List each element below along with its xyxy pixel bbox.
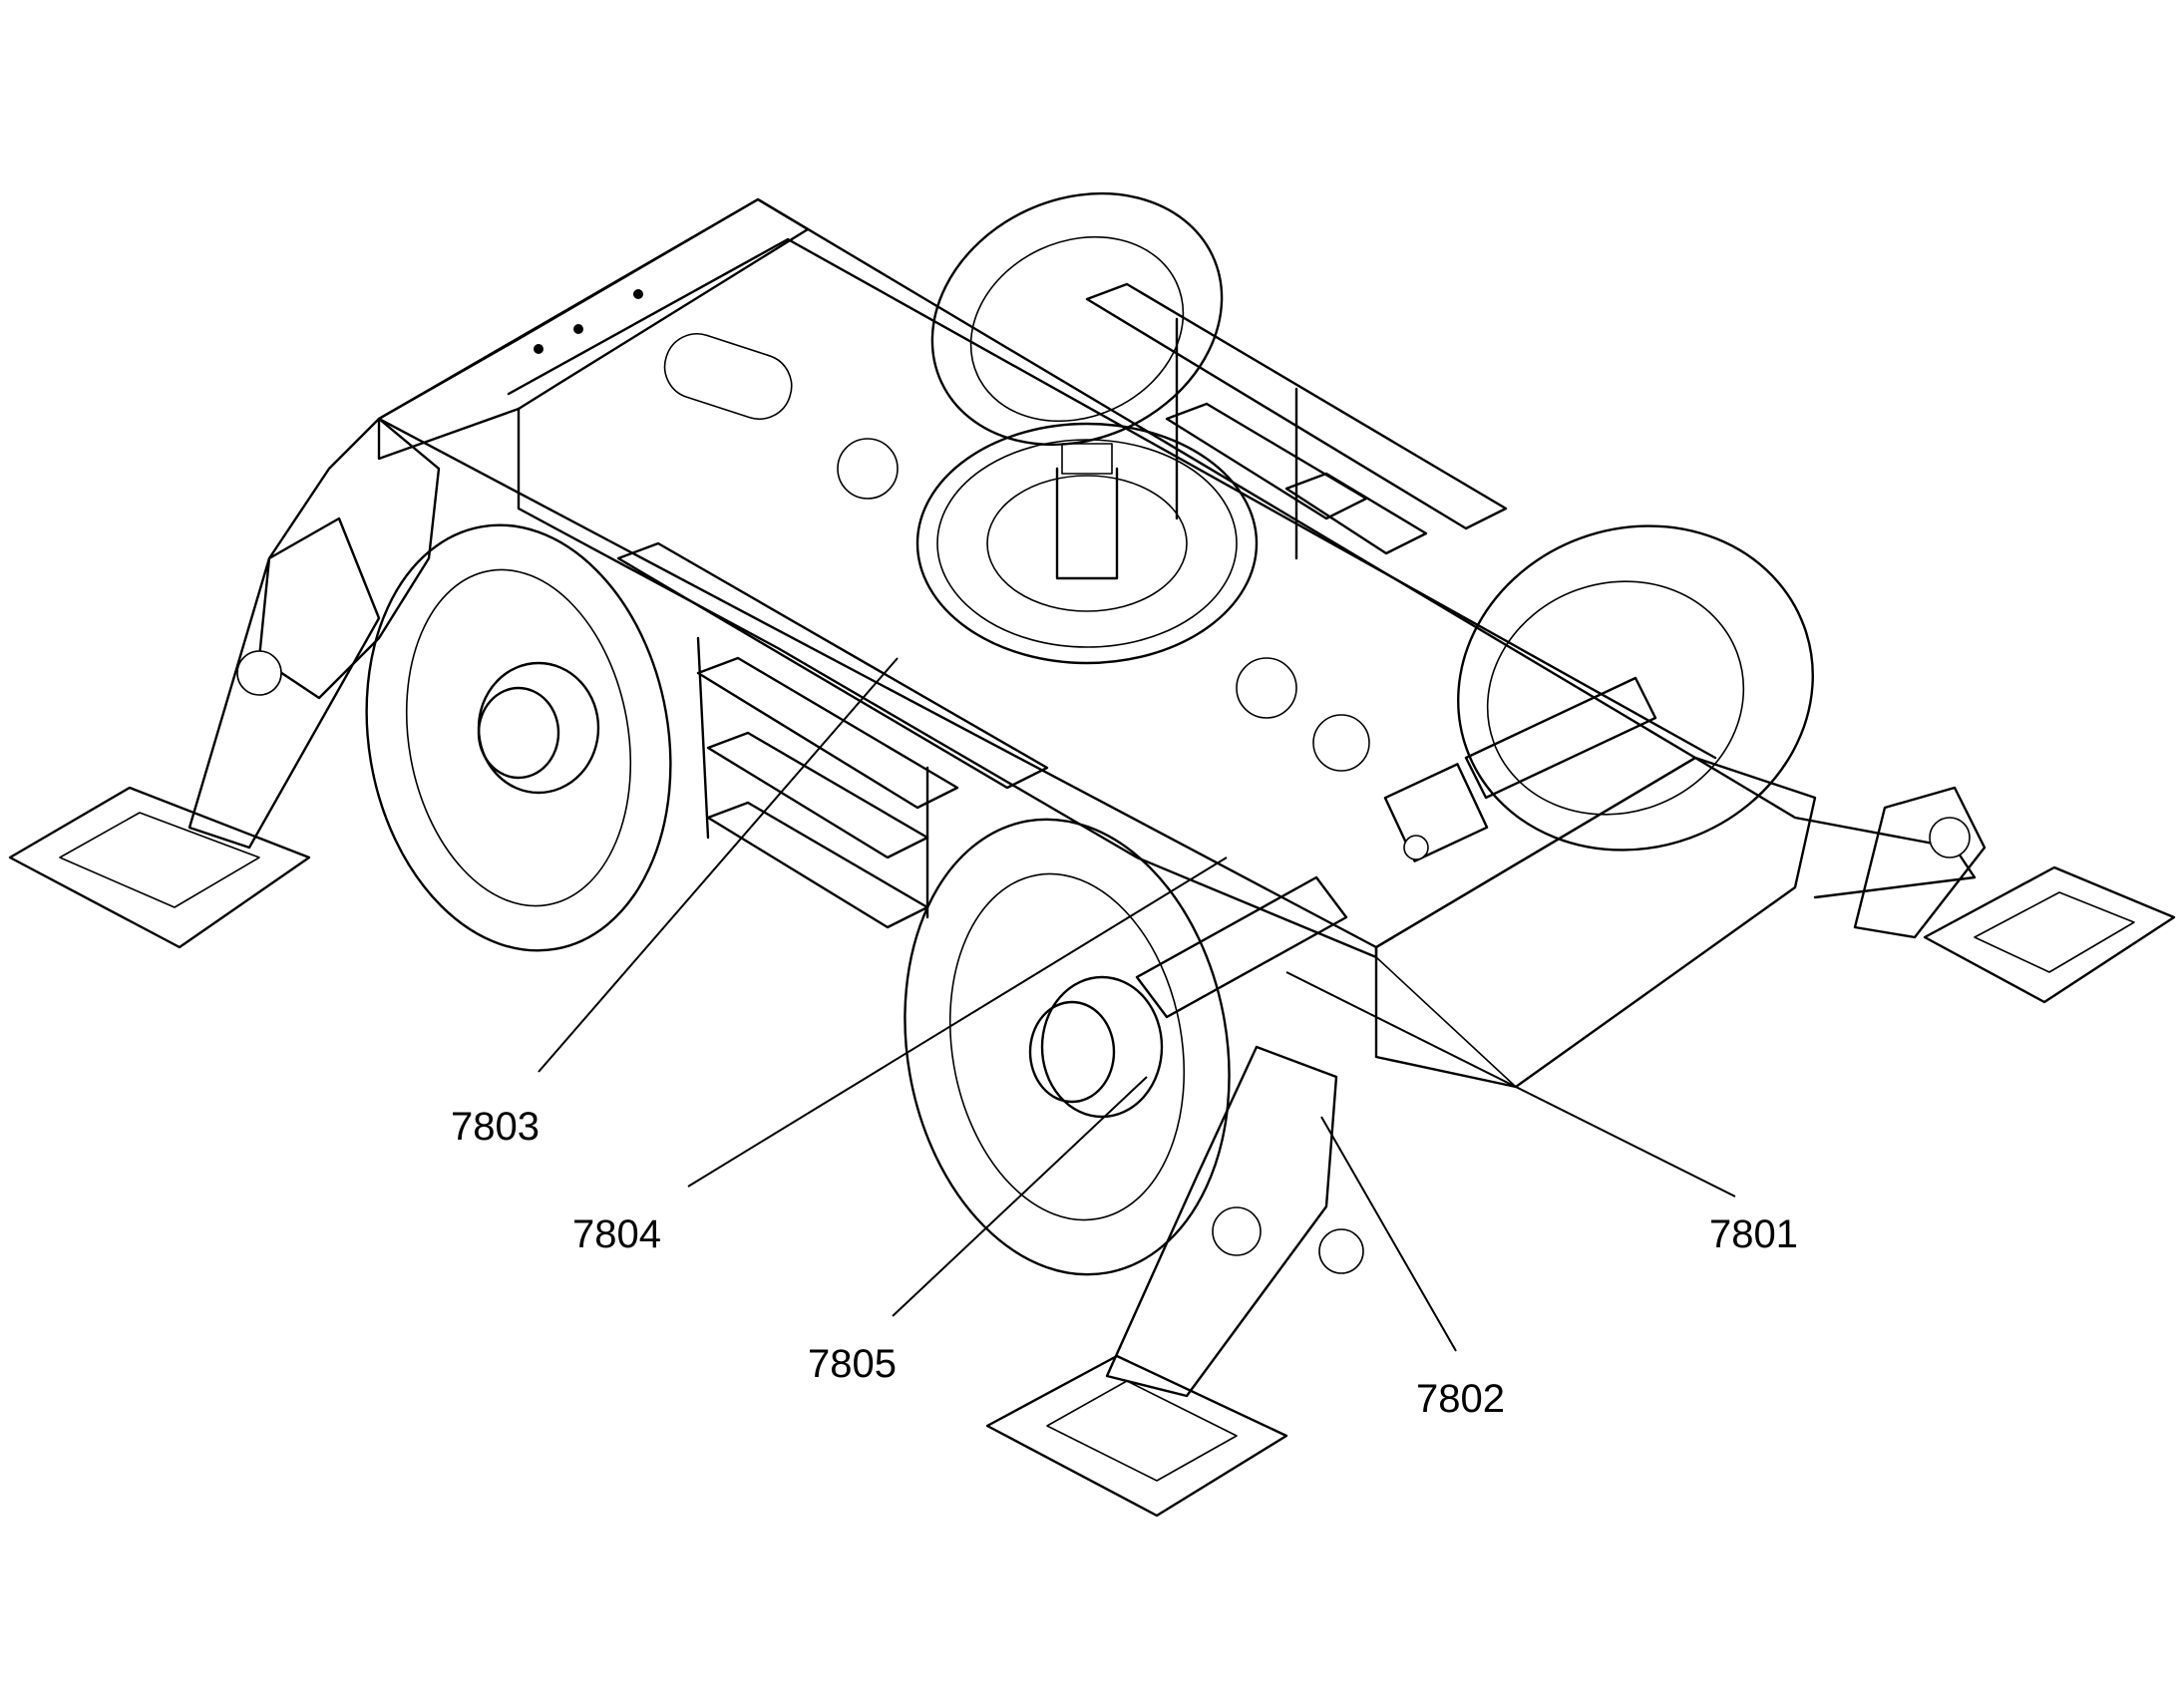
callout-7805: 7805 — [808, 1342, 897, 1386]
axle-cylinder — [1135, 676, 1657, 1019]
outrigger-front-right — [1853, 786, 2176, 1004]
front-right-wheel — [1457, 524, 1814, 852]
chassis-frame — [257, 197, 1977, 1089]
left-steps — [616, 541, 1049, 929]
leader-7803 — [538, 657, 899, 1073]
callout-7803: 7803 — [451, 1105, 540, 1149]
outrigger-rear-left — [8, 516, 381, 949]
leader-7802 — [1320, 1116, 1457, 1352]
leader-7805 — [892, 1076, 1148, 1317]
leader-7801 — [1285, 971, 1736, 1197]
leader-lines — [538, 657, 1736, 1352]
callout-7802: 7802 — [1416, 1377, 1505, 1421]
slewing-ring — [915, 422, 1259, 665]
leader-7804 — [687, 856, 1228, 1188]
front-left-wheel — [904, 818, 1231, 1276]
outrigger-front-left — [985, 1045, 1364, 1518]
rear-left-wheel — [365, 523, 672, 952]
callout-7804: 7804 — [572, 1212, 661, 1256]
right-steps — [1085, 282, 1508, 560]
callout-7801: 7801 — [1709, 1212, 1798, 1256]
